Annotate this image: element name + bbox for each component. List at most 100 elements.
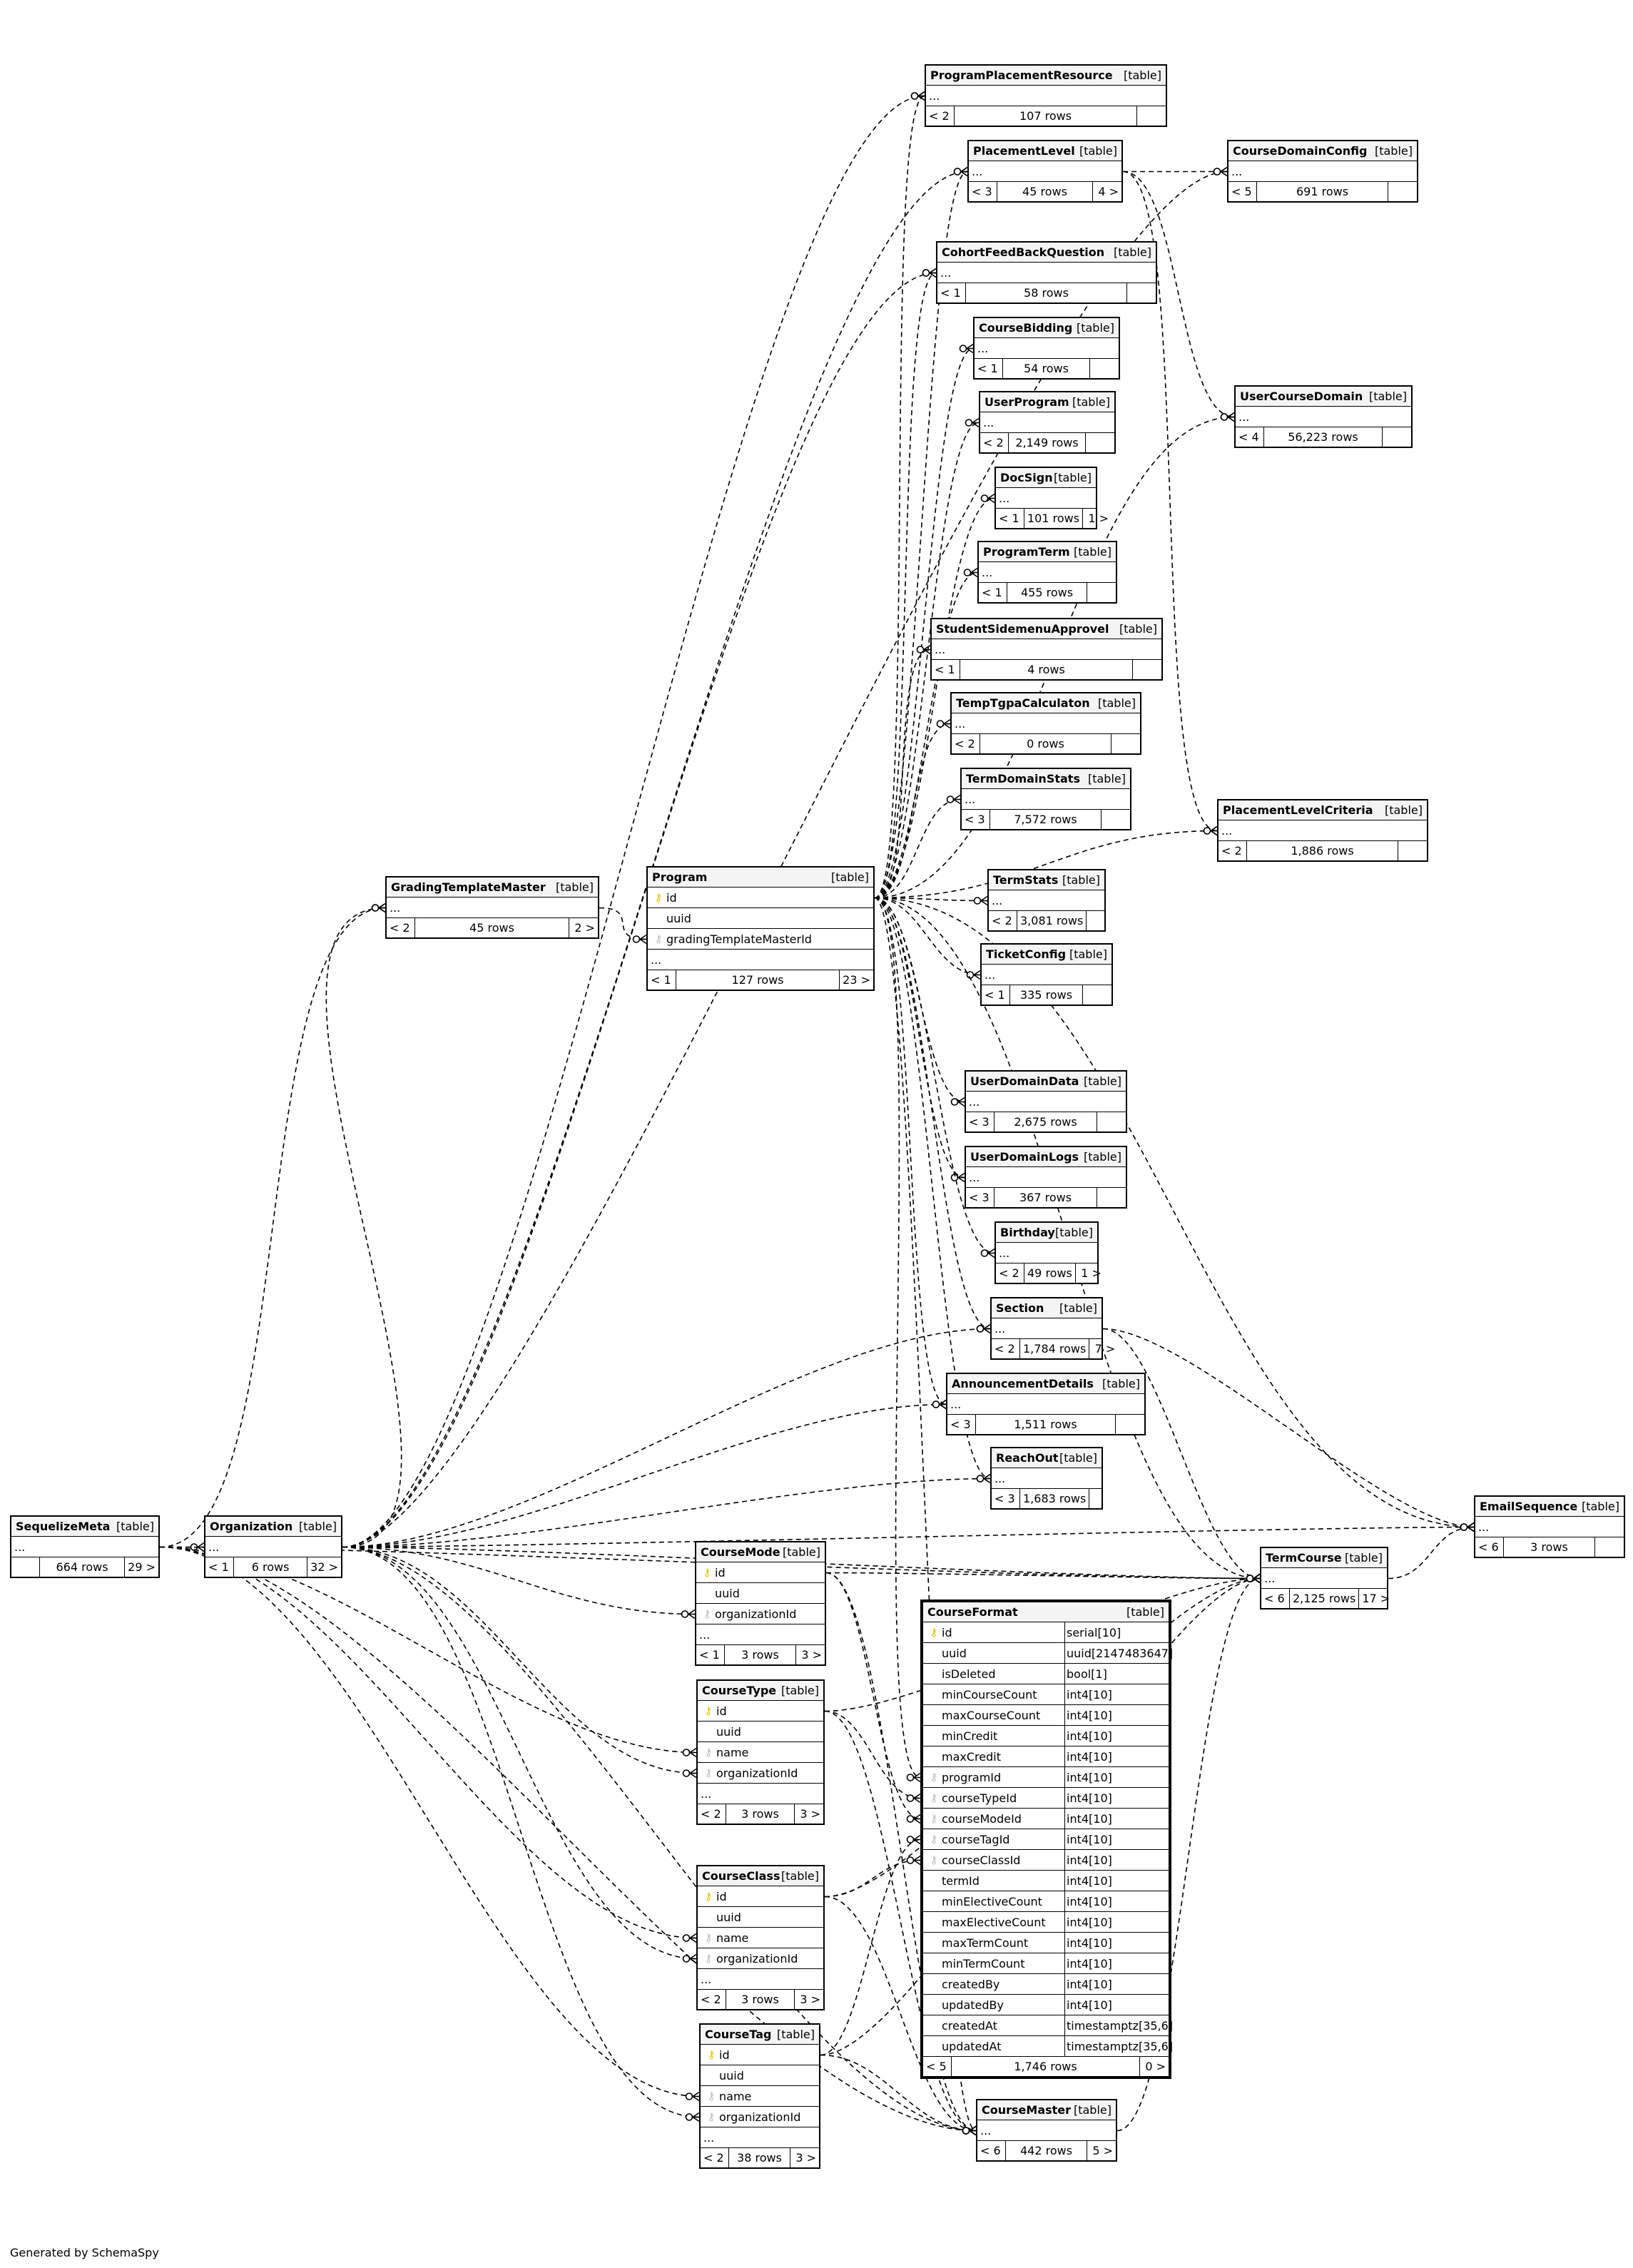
parents-count[interactable]: < 3 xyxy=(969,182,997,201)
parents-count[interactable]: < 3 xyxy=(992,1489,1020,1508)
row-count[interactable]: 2,149 rows xyxy=(1009,433,1086,452)
children-count[interactable]: 29 > xyxy=(128,1560,156,1574)
row-count[interactable]: 664 rows xyxy=(40,1557,126,1577)
children-count[interactable]: 5 > xyxy=(1092,2144,1113,2157)
table-name[interactable]: TermCourse xyxy=(1266,1551,1342,1565)
row-count[interactable]: 0 rows xyxy=(980,734,1111,753)
row-count[interactable]: 3 rows xyxy=(1504,1537,1595,1557)
more-columns-row[interactable]: ... xyxy=(996,1243,1097,1263)
children-count[interactable]: 7 > xyxy=(1094,1342,1116,1356)
children-count[interactable]: 3 > xyxy=(800,1993,820,2006)
parents-count[interactable]: < 5 xyxy=(923,2057,952,2076)
children-count[interactable] xyxy=(1398,841,1427,860)
parents-count[interactable]: < 1 xyxy=(982,985,1010,1005)
more-columns-row[interactable]: ... xyxy=(11,1537,158,1557)
more-columns-row[interactable]: ... xyxy=(992,1318,1102,1339)
parents-count[interactable]: < 2 xyxy=(387,918,415,937)
more-columns-row[interactable]: ... xyxy=(979,562,1116,583)
table-name[interactable]: CourseType xyxy=(702,1684,777,1697)
row-count[interactable]: 1,746 rows xyxy=(952,2057,1140,2076)
row-count[interactable]: 2,125 rows xyxy=(1290,1589,1360,1608)
table-name[interactable]: UserCourseDomain xyxy=(1240,390,1363,403)
more-columns-row[interactable]: ... xyxy=(932,639,1161,660)
row-count[interactable]: 54 rows xyxy=(1003,359,1090,378)
parents-count[interactable]: < 2 xyxy=(1219,841,1247,860)
more-columns-row[interactable]: ... xyxy=(387,897,598,918)
row-count[interactable]: 6 rows xyxy=(234,1557,308,1577)
row-count[interactable]: 4 rows xyxy=(960,660,1133,679)
children-count[interactable] xyxy=(1097,1188,1126,1207)
more-columns-row[interactable]: ... xyxy=(982,965,1111,985)
children-count[interactable]: 3 > xyxy=(800,1807,820,1821)
more-columns-row[interactable]: ... xyxy=(1475,1517,1624,1537)
row-count[interactable]: 56,223 rows xyxy=(1264,427,1383,447)
row-count[interactable]: 455 rows xyxy=(1007,583,1087,602)
parents-count[interactable]: < 2 xyxy=(952,734,980,753)
column-row[interactable]: ⚷organizationId xyxy=(698,1763,823,1784)
table-name[interactable]: CourseBidding xyxy=(979,321,1073,335)
table-name[interactable]: TicketConfig xyxy=(986,947,1067,961)
row-count[interactable]: 101 rows xyxy=(1024,509,1084,528)
table-name[interactable]: PlacementLevelCriteria xyxy=(1223,803,1373,817)
column-row[interactable]: ⚷id xyxy=(648,888,873,908)
children-count[interactable] xyxy=(1127,283,1156,302)
row-count[interactable]: 127 rows xyxy=(676,970,840,990)
table-name[interactable]: CourseClass xyxy=(702,1869,780,1883)
children-count[interactable] xyxy=(1383,427,1411,447)
table-name[interactable]: CourseFormat xyxy=(927,1605,1018,1619)
parents-count[interactable]: < 6 xyxy=(1261,1589,1290,1608)
children-count[interactable] xyxy=(1388,182,1417,201)
more-columns-row[interactable]: ... xyxy=(952,713,1140,734)
children-count[interactable]: 0 > xyxy=(1145,2060,1166,2073)
children-count[interactable]: 2 > xyxy=(574,921,595,935)
more-columns-row[interactable]: ... xyxy=(698,1969,823,1990)
table-name[interactable]: AnnouncementDetails xyxy=(952,1377,1094,1390)
more-columns-row[interactable]: ... xyxy=(205,1537,341,1557)
more-columns-row[interactable]: ... xyxy=(992,1468,1102,1489)
table-name[interactable]: TempTgpaCalculaton xyxy=(956,696,1090,710)
column-row[interactable]: ⚷name xyxy=(698,1742,823,1763)
table-name[interactable]: Section xyxy=(996,1301,1044,1315)
children-count[interactable] xyxy=(1090,359,1119,378)
row-count[interactable]: 1,511 rows xyxy=(976,1415,1116,1434)
more-columns-row[interactable]: ... xyxy=(701,2127,819,2148)
children-count[interactable]: 4 > xyxy=(1098,185,1119,198)
row-count[interactable]: 367 rows xyxy=(994,1188,1097,1207)
parents-count[interactable]: < 2 xyxy=(980,433,1009,452)
parents-count[interactable]: < 3 xyxy=(962,810,990,829)
column-row[interactable]: ⚷organizationId xyxy=(701,2107,819,2127)
parents-count[interactable]: < 2 xyxy=(926,106,955,126)
row-count[interactable]: 3,081 rows xyxy=(1017,911,1087,930)
parents-count[interactable]: < 2 xyxy=(989,911,1017,930)
table-name[interactable]: DocSign xyxy=(1000,471,1053,484)
children-count[interactable]: 3 > xyxy=(801,1648,822,1662)
column-row[interactable]: ⚷id xyxy=(698,1886,823,1907)
more-columns-row[interactable]: ... xyxy=(648,950,873,970)
parents-count[interactable]: < 1 xyxy=(996,509,1024,528)
row-count[interactable]: 58 rows xyxy=(966,283,1127,302)
